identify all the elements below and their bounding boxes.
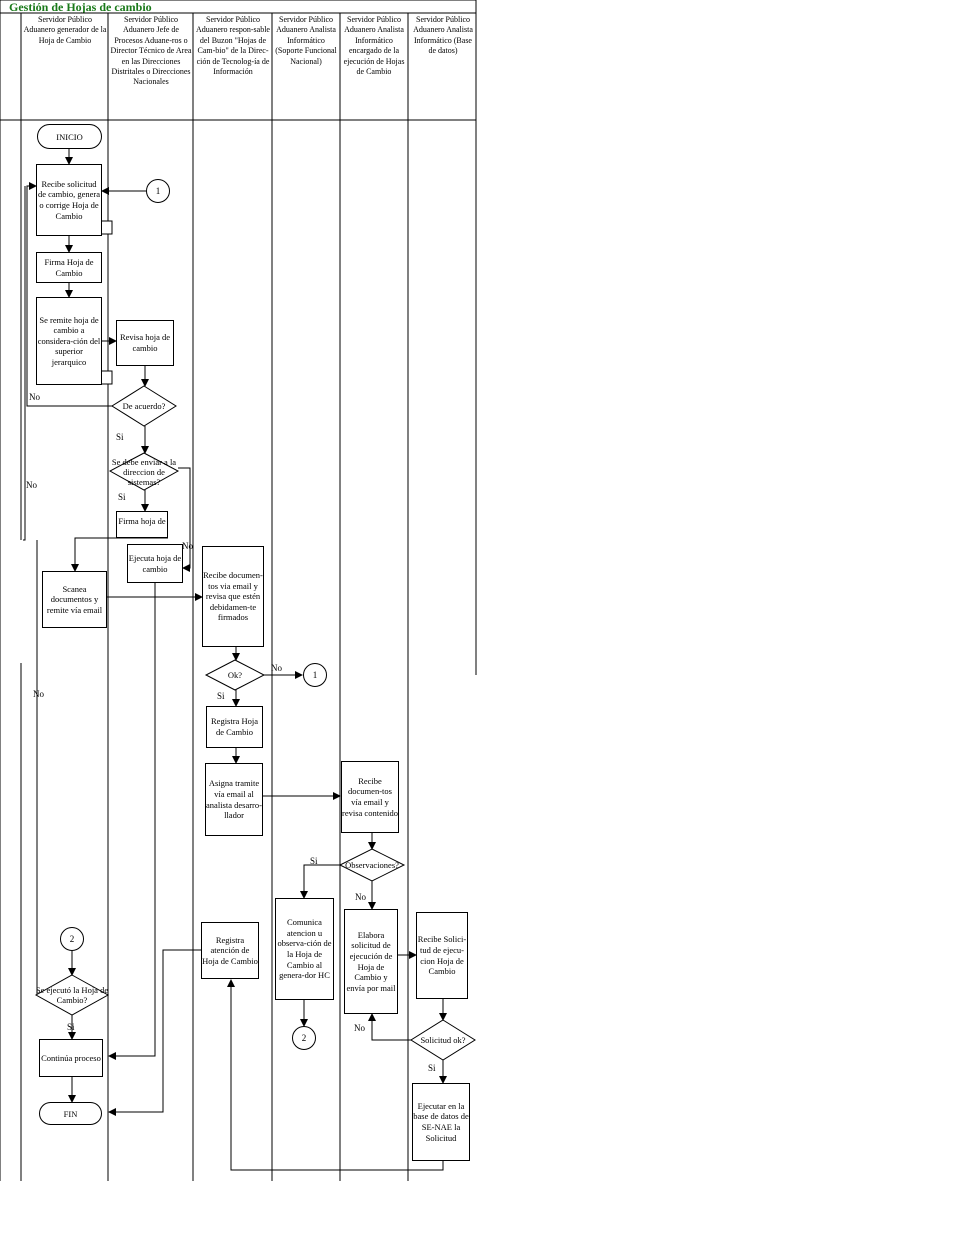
label-no: No — [271, 663, 282, 673]
scanea-box: Scanea documentos y remite vía email — [42, 571, 107, 628]
connector-2-right: 2 — [292, 1026, 316, 1050]
se-remite-box: Se remite hoja de cambio a considera-ció… — [36, 297, 102, 385]
asigna-tramite-box: Asigna tramite vía email al analista des… — [205, 763, 263, 836]
label-no: No — [182, 541, 193, 551]
lane-header-jefe: Servidor Público Aduanero Jefe de Proces… — [110, 15, 192, 87]
connector-2-left: 2 — [60, 927, 84, 951]
lane-header-base-datos: Servidor Público Aduanero Analista Infor… — [413, 15, 473, 56]
lane-header-ejecucion: Servidor Público Aduanero Analista Infor… — [343, 15, 405, 77]
revisa-hoja-box: Revisa hoja de cambio — [116, 320, 174, 366]
label-si: Si — [310, 856, 318, 866]
firma-hoja-2-box: Firma hoja de — [116, 511, 168, 538]
label-si: Si — [217, 691, 225, 701]
label-no: No — [29, 392, 40, 402]
registra-hoja-box: Registra Hoja de Cambio — [206, 706, 263, 748]
connector-1-bottom: 1 — [303, 663, 327, 687]
observaciones-decision: Observaciones? — [345, 860, 399, 870]
firma-hoja-box: Firma Hoja de Cambio — [36, 252, 102, 283]
lane-header-soporte: Servidor Público Aduanero Analista Infor… — [275, 15, 337, 66]
registra-atencion-box: Registra atención de Hoja de Cambio — [201, 922, 259, 979]
lane-header-generador: Servidor Público Aduanero generador de l… — [23, 15, 107, 45]
ejecuta-hoja-box: Ejecuta hoja de cambio — [127, 544, 183, 583]
connector-1-top: 1 — [146, 179, 170, 203]
label-si: Si — [118, 492, 126, 502]
elabora-box: Elabora solicitud de ejecución de Hoja d… — [344, 909, 398, 1014]
se-ejecuto-decision: Se ejecutó la Hoja de Cambio? — [35, 985, 109, 1005]
label-no: No — [355, 892, 366, 902]
end-terminal: FIN — [39, 1102, 102, 1125]
ok-decision: Ok? — [227, 670, 243, 680]
recibe-solicitud-ejec-box: Recibe Solici-tud de ejecu-cion Hoja de … — [416, 912, 468, 999]
comunica-box: Comunica atencion u observa-ción de la H… — [275, 898, 334, 1000]
label-si: Si — [116, 432, 124, 442]
label-no: No — [33, 689, 44, 699]
se-debe-enviar-decision: Se debe enviar a la direccion de sistema… — [111, 457, 177, 487]
label-si: Si — [428, 1063, 436, 1073]
label-si: Si — [67, 1022, 75, 1032]
diagram-title: Gestión de Hojas de cambio — [9, 0, 152, 14]
start-terminal: INICIO — [37, 124, 102, 149]
recibe-solicitud-box: Recibe solicitud de cambio, genera o cor… — [36, 164, 102, 236]
recibe-docs-box: Recibe documen-tos via email y revisa qu… — [202, 546, 264, 647]
solicitud-ok-decision: Solicitud ok? — [420, 1035, 466, 1045]
lane-header-buzon: Servidor Público Aduanero respon-sable d… — [196, 15, 270, 77]
label-no: No — [26, 480, 37, 490]
ejecutar-box: Ejecutar en la base de datos de SE-NAE l… — [412, 1083, 470, 1161]
continua-box: Continúa proceso — [39, 1039, 103, 1077]
de-acuerdo-decision: De acuerdo? — [122, 401, 166, 411]
label-no: No — [354, 1023, 365, 1033]
recibe-docs-2-box: Recibe documen-tos vía email y revisa co… — [341, 761, 399, 833]
